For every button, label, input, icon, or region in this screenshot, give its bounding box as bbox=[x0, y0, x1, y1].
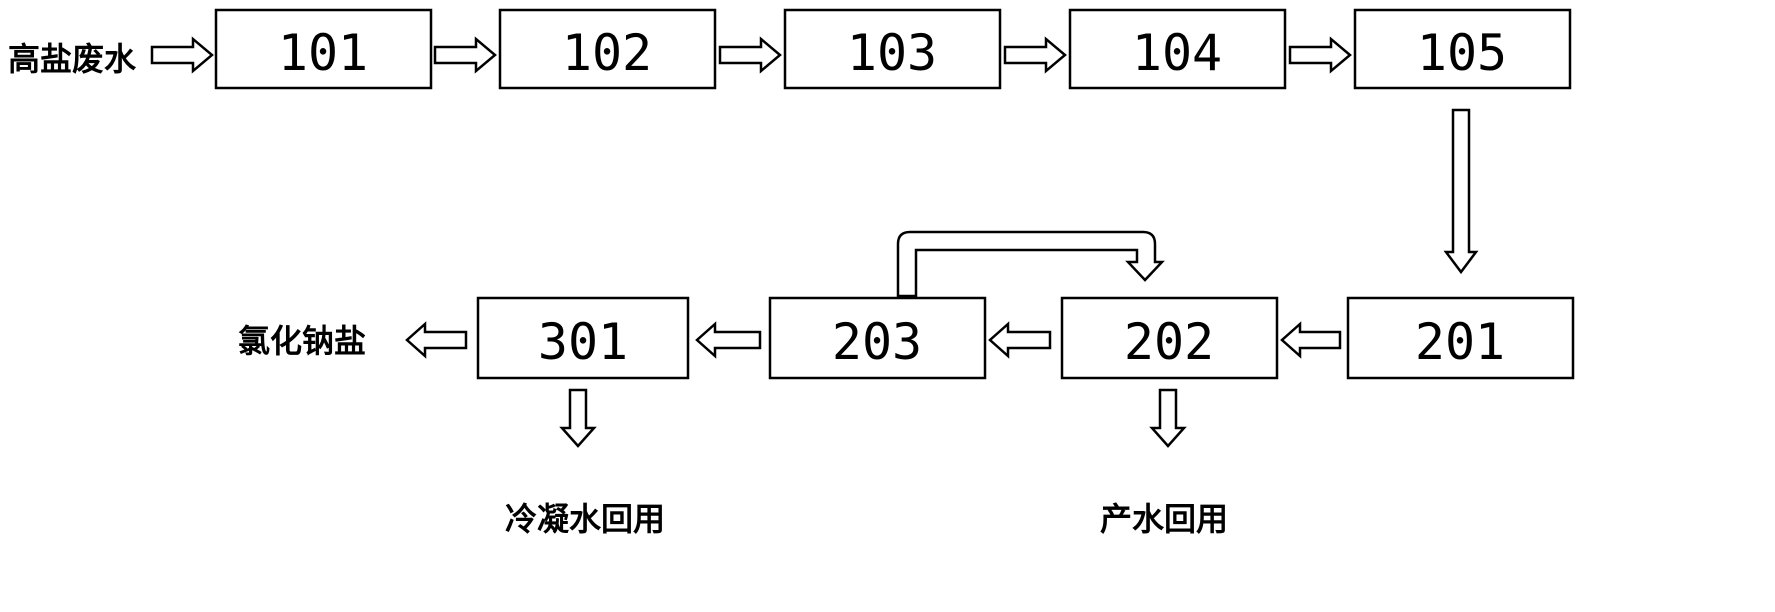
box-202-label: 202 bbox=[1124, 313, 1214, 371]
box-202: 202 bbox=[1060, 296, 1279, 380]
arrow-103-to-104 bbox=[1003, 36, 1067, 74]
box-101: 101 bbox=[214, 8, 433, 90]
label-sodium-chloride-salt: 氯化钠盐 bbox=[238, 322, 366, 360]
box-102-label: 102 bbox=[562, 24, 652, 82]
arrow-202-to-product-water bbox=[1149, 388, 1187, 448]
arrow-203-to-301 bbox=[695, 321, 762, 359]
box-103-label: 103 bbox=[847, 24, 937, 82]
arrow-202-to-203 bbox=[988, 321, 1052, 359]
arrow-102-to-103 bbox=[718, 36, 782, 74]
box-301: 301 bbox=[476, 296, 690, 380]
arrow-105-to-201 bbox=[1443, 108, 1479, 275]
arrow-203-recycle-to-202 bbox=[896, 230, 1165, 298]
box-104: 104 bbox=[1068, 8, 1287, 90]
label-high-salt-wastewater: 高盐废水 bbox=[8, 40, 137, 78]
box-201-label: 201 bbox=[1415, 313, 1505, 371]
box-203: 203 bbox=[768, 296, 987, 380]
box-105: 105 bbox=[1353, 8, 1572, 90]
box-301-label: 301 bbox=[538, 313, 628, 371]
box-201: 201 bbox=[1346, 296, 1575, 380]
arrow-201-to-202 bbox=[1280, 321, 1342, 359]
label-product-water-reuse: 产水回用 bbox=[1100, 500, 1228, 538]
arrow-301-to-condensate bbox=[559, 388, 597, 448]
box-104-label: 104 bbox=[1132, 24, 1222, 82]
arrow-source-to-101 bbox=[150, 36, 214, 74]
box-105-label: 105 bbox=[1417, 24, 1507, 82]
box-102: 102 bbox=[498, 8, 717, 90]
box-103: 103 bbox=[783, 8, 1002, 90]
arrow-101-to-102 bbox=[433, 36, 497, 74]
box-203-label: 203 bbox=[832, 313, 922, 371]
box-101-label: 101 bbox=[278, 24, 368, 82]
arrow-104-to-105 bbox=[1288, 36, 1352, 74]
arrow-301-to-salt bbox=[405, 321, 468, 359]
label-condensate-reuse: 冷凝水回用 bbox=[505, 500, 665, 538]
